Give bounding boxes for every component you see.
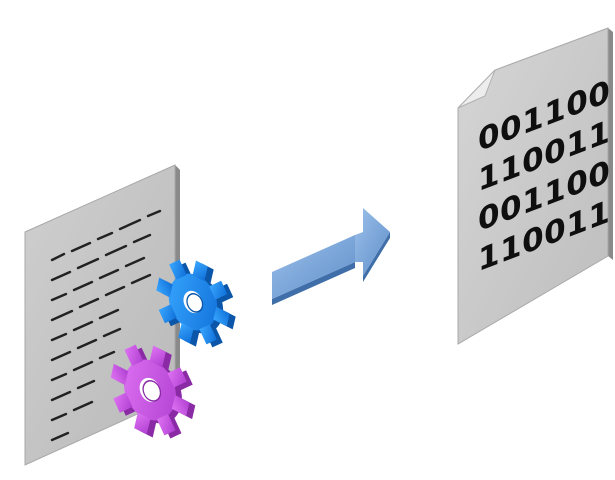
blue-gear-icon [156, 259, 236, 348]
binary-lines: 001100 110011 001100 110011 [478, 72, 610, 279]
purple-gear-icon [110, 344, 196, 439]
binary-document-icon: 001100 110011 001100 110011 [457, 27, 613, 345]
text-lines [50, 209, 162, 442]
right-arrow-icon [272, 208, 390, 305]
